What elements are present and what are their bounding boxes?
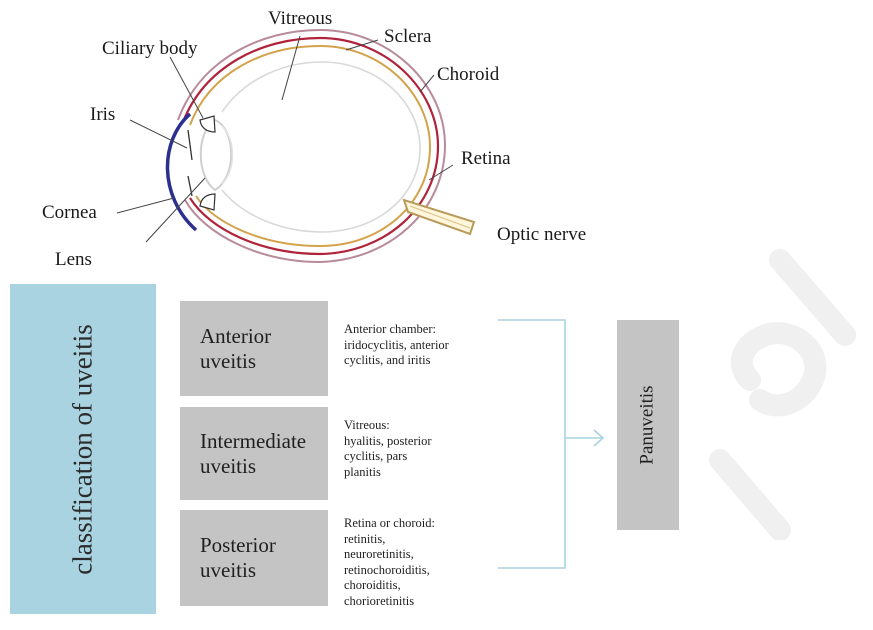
watermark-graphic — [660, 240, 870, 540]
panuveitis-label: Panuveitis — [637, 385, 659, 464]
